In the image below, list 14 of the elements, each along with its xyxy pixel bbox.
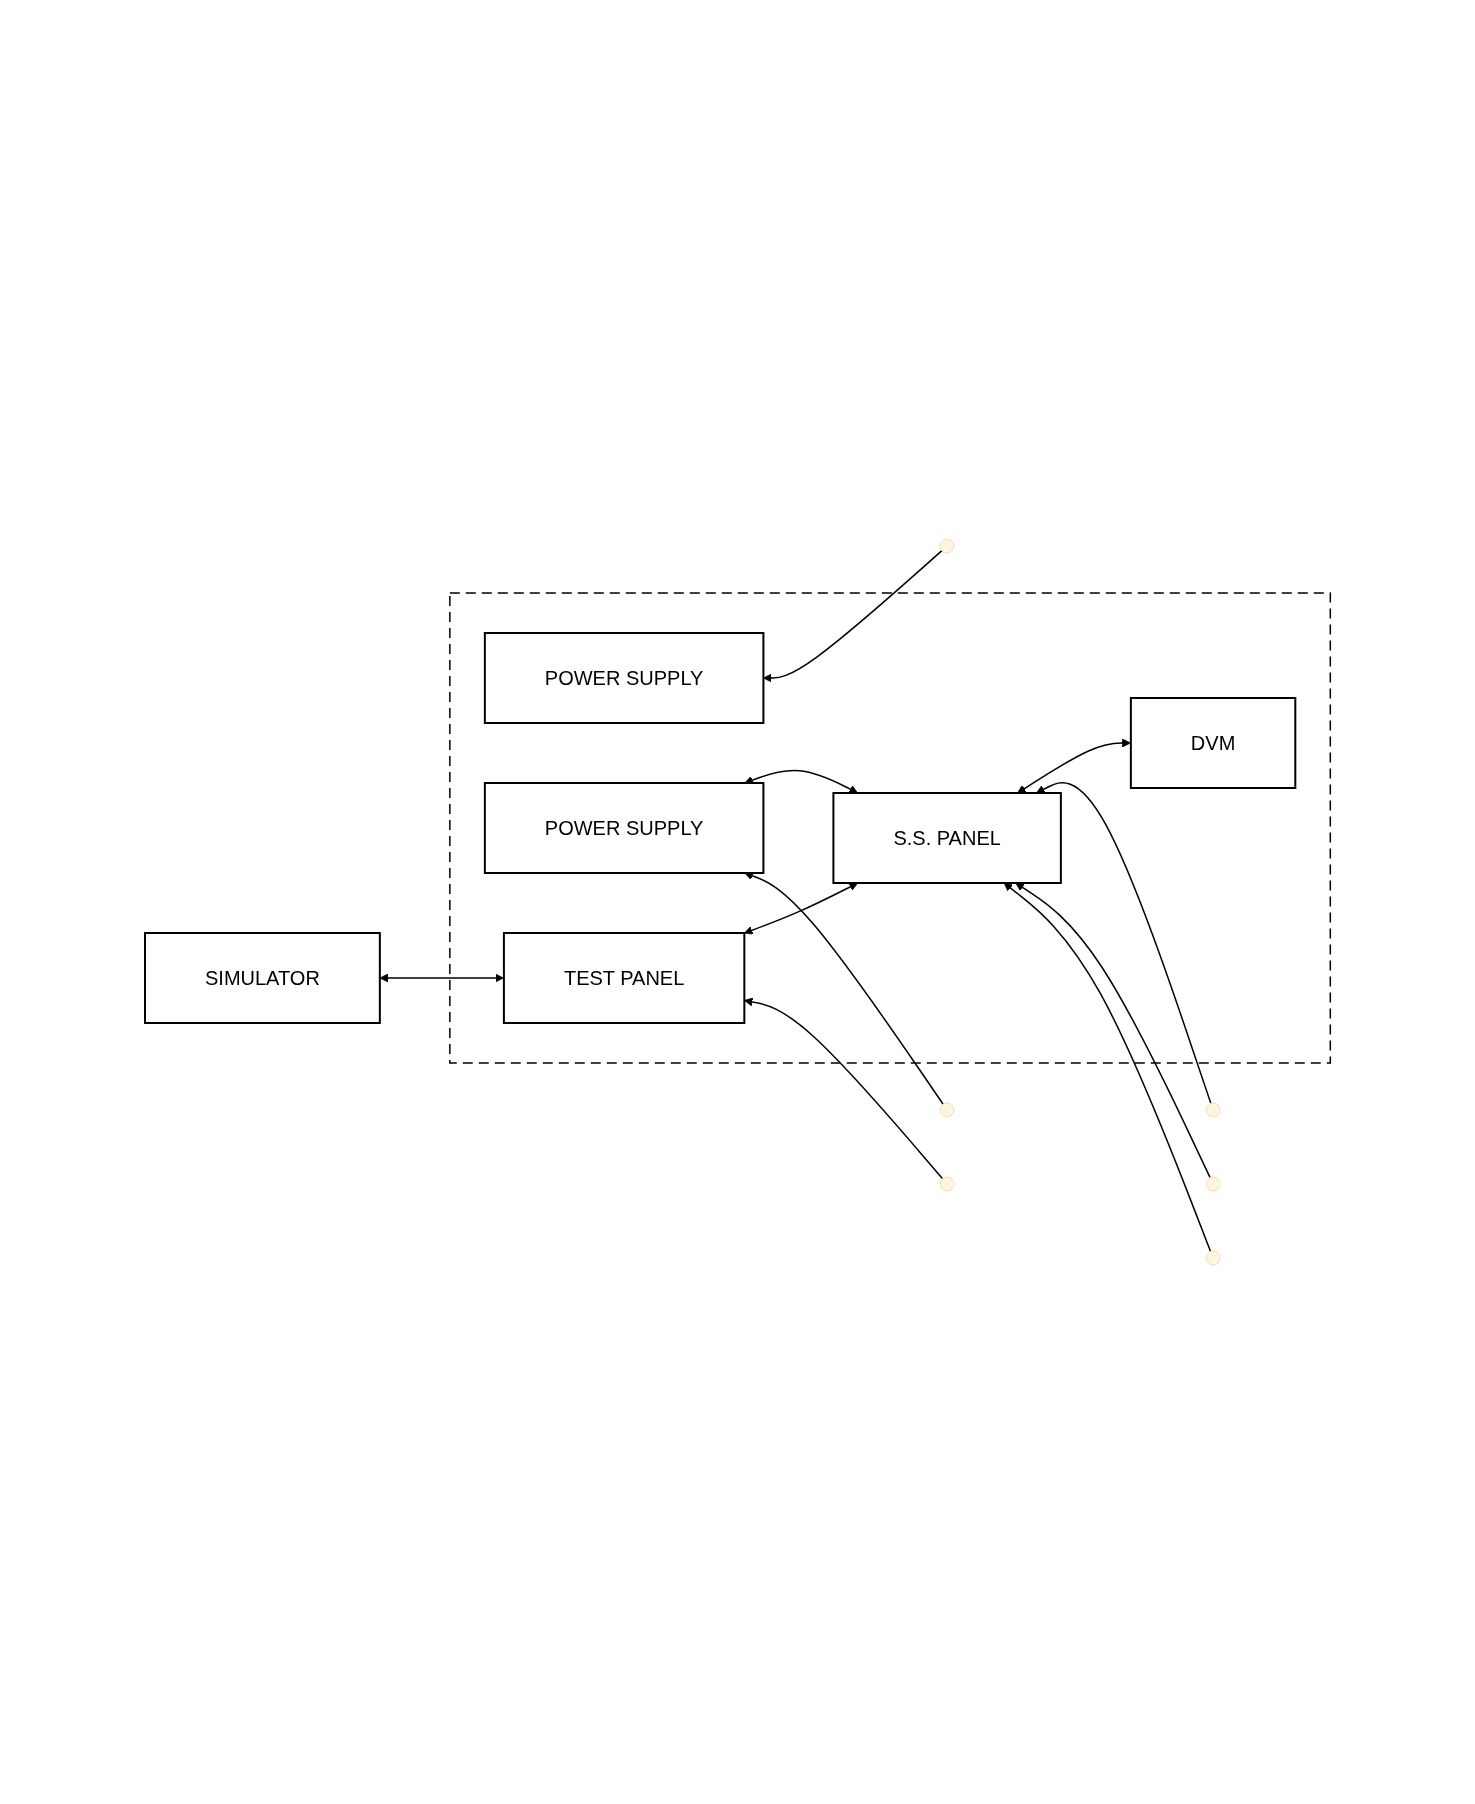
arrow [744, 769, 858, 794]
node-box: S.S. PANEL [832, 792, 1062, 884]
cluster [448, 592, 1331, 1064]
node-box: POWER SUPPLY [483, 632, 765, 724]
arrow [1017, 738, 1131, 794]
node-box: SIMULATOR [143, 932, 381, 1024]
arrow [743, 882, 858, 935]
arrow [379, 973, 504, 983]
arrow [1015, 882, 1211, 1179]
arrow [1035, 781, 1212, 1105]
node-box: DVM [1129, 697, 1297, 789]
node-box: POWER SUPPLY [483, 782, 765, 874]
node-box: TEST PANEL [502, 932, 746, 1024]
arrow [1003, 882, 1212, 1253]
